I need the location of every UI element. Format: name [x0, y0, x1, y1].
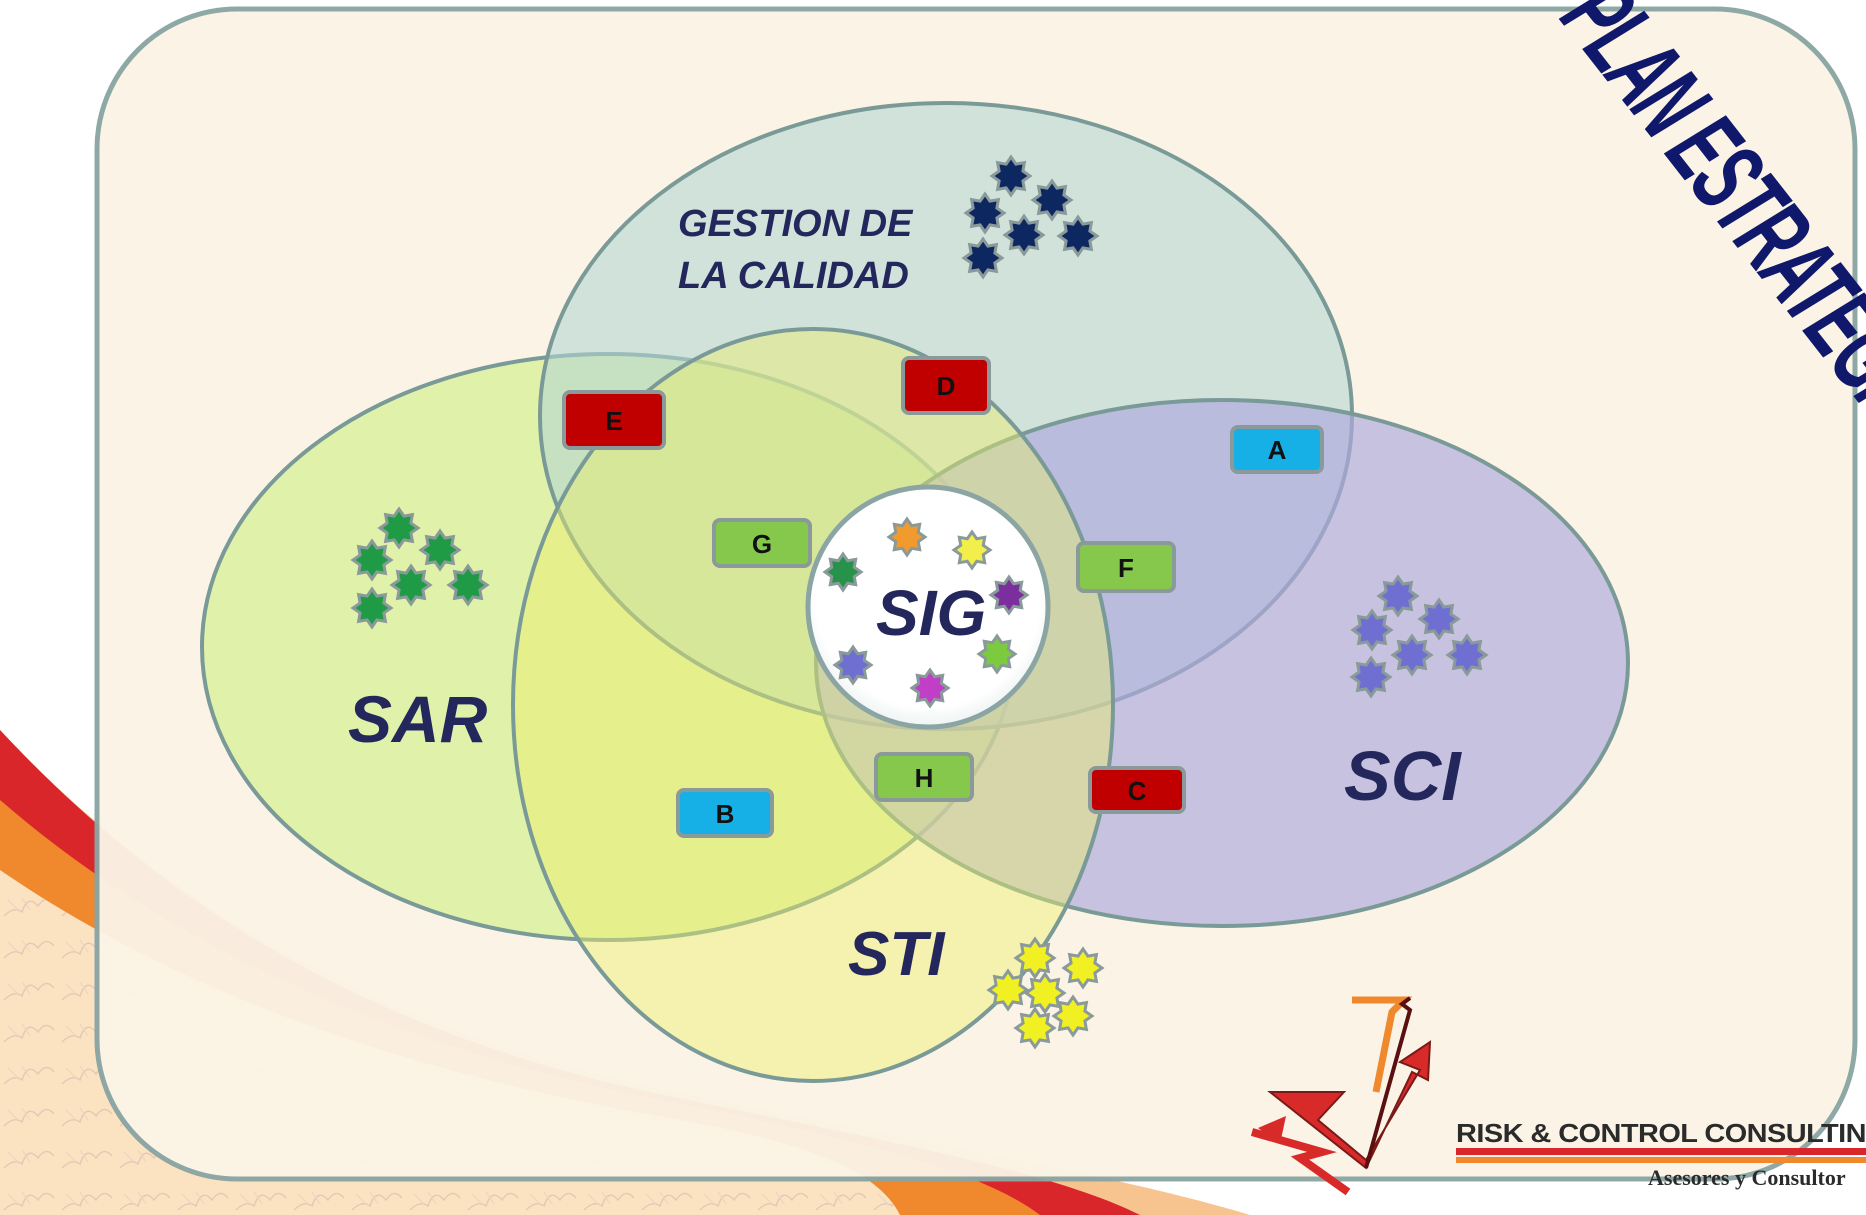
tag-g-label: G: [752, 529, 772, 559]
sig-label: SIG: [876, 577, 986, 649]
gestion-star-icon-2: [963, 191, 1007, 235]
sci-star-icon-4: [1390, 633, 1434, 677]
sci-star-icon-6: [1349, 655, 1393, 699]
sci-star-icon-1: [1376, 574, 1420, 618]
tag-b-box: [676, 788, 774, 838]
sci-star-icon-3: [1417, 597, 1461, 641]
tag-f: F: [1076, 541, 1176, 593]
company-logo: RISK & CONTROL CONSULTIN Asesores y Cons…: [1250, 996, 1866, 1196]
sig-star-icon-4: [988, 574, 1030, 616]
tag-f-box: [1076, 541, 1176, 593]
sig-star-icon-1: [886, 516, 928, 558]
gestion-star-icon-4: [1002, 213, 1046, 257]
sti-star-icon-2: [1061, 946, 1105, 990]
tag-c-label: C: [1128, 776, 1147, 806]
tag-d-label: D: [937, 371, 956, 401]
sig-star-icon-6: [832, 644, 874, 686]
sci-label: SCI: [1344, 737, 1462, 815]
sar-star-icon-3: [418, 528, 462, 572]
tag-a-label: A: [1268, 435, 1287, 465]
logo-bar-red: [1456, 1148, 1866, 1155]
sar-star-icon-5: [446, 563, 490, 607]
sti-label: STI: [848, 920, 946, 989]
company-name: RISK & CONTROL CONSULTIN: [1456, 1118, 1866, 1148]
tag-d: D: [901, 356, 991, 415]
gestion-star-icon-6: [961, 236, 1005, 280]
sti-star-icon-3: [986, 968, 1030, 1012]
sci-star-icon-5: [1445, 633, 1489, 677]
sar-label: SAR: [348, 682, 488, 756]
gestion-star-icon-5: [1056, 214, 1100, 258]
tag-h-box: [874, 752, 974, 802]
tag-e-box: [562, 390, 666, 450]
tag-c: C: [1088, 766, 1186, 814]
sig-star-cluster: [822, 516, 1030, 709]
sti-star-icon-5: [1051, 994, 1095, 1038]
tag-g-box: [712, 518, 812, 568]
gestion-calidad-star-cluster: [961, 154, 1100, 280]
tag-h: H: [874, 752, 974, 802]
tag-b: B: [676, 788, 774, 838]
tag-c-box: [1088, 766, 1186, 814]
logo-mark-icon: [1250, 996, 1432, 1196]
sti-star-icon-1: [1013, 936, 1057, 980]
gestion-star-icon-3: [1030, 178, 1074, 222]
sti-star-cluster: [986, 936, 1105, 1050]
sig-star-icon-5: [976, 633, 1018, 675]
company-tagline: Asesores y Consultor: [1648, 1165, 1846, 1190]
tag-d-box: [901, 356, 991, 415]
sci-star-cluster: [1349, 574, 1489, 699]
sar-star-icon-2: [350, 538, 394, 582]
sig-star-icon-3: [822, 551, 864, 593]
tag-a: A: [1230, 425, 1324, 474]
tag-f-label: F: [1118, 553, 1134, 583]
sti-star-icon-4: [1023, 971, 1067, 1015]
tag-g: G: [712, 518, 812, 568]
sar-star-icon-1: [377, 506, 421, 550]
sti-star-icon-6: [1013, 1006, 1057, 1050]
tag-a-box: [1230, 425, 1324, 474]
tag-e: E: [562, 390, 666, 450]
gestion-calidad-label-line1: GESTION DE: [678, 203, 914, 245]
sig-star-icon-7: [909, 667, 951, 709]
sig-star-icon-2: [951, 529, 993, 571]
sar-star-icon-6: [350, 586, 394, 630]
logo-bar-orange: [1456, 1157, 1866, 1163]
tag-h-label: H: [915, 763, 934, 793]
sci-star-icon-2: [1350, 608, 1394, 652]
gestion-star-icon-1: [989, 154, 1033, 198]
sar-star-cluster: [350, 506, 490, 630]
tag-e-label: E: [605, 406, 622, 436]
gestion-calidad-label-line2: LA CALIDAD: [678, 255, 909, 297]
sar-star-icon-4: [389, 563, 433, 607]
tag-b-label: B: [716, 799, 735, 829]
